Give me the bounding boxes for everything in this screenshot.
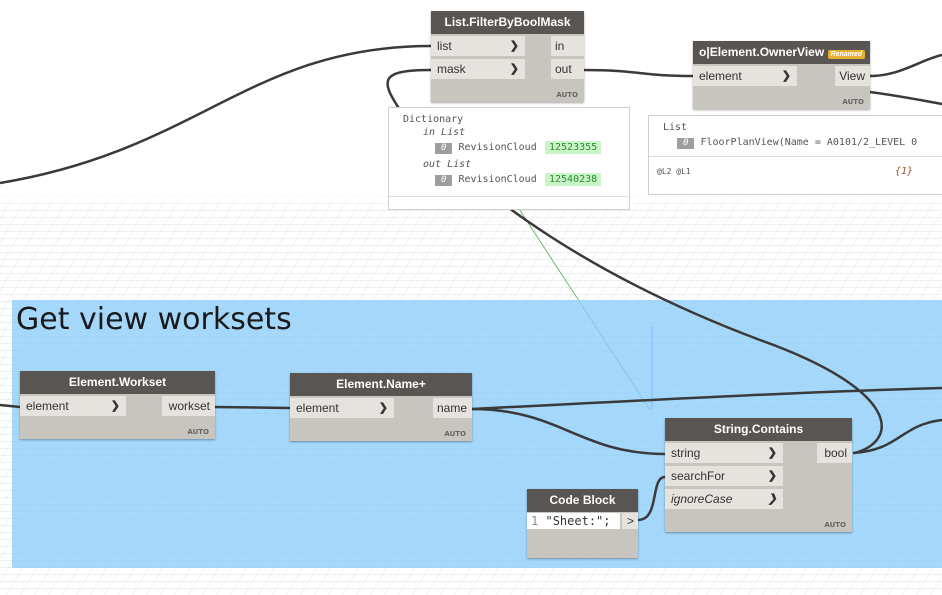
chevron-right-icon: ❯ [767,447,777,459]
output-port-view[interactable]: View [835,66,870,86]
input-port-searchfor[interactable]: searchFor ❯ [665,466,783,486]
chevron-right-icon: ❯ [767,470,777,482]
port-label: element [296,401,339,415]
preview-row: 0 FloorPlanView(Name = A0101/2_LEVEL 0 [677,137,917,149]
input-port-ignorecase[interactable]: ignoreCase ❯ [665,489,783,509]
chevron-right-icon: ❯ [378,402,388,414]
node-element-ownerview[interactable]: o|Element.OwnerView Renamed element ❯ Vie… [693,41,870,109]
port-label: ignoreCase [671,492,733,506]
item-count: {1} [894,166,913,177]
output-port-out[interactable]: out [551,59,584,79]
chevron-right-icon: ❯ [110,400,120,412]
preview-in-row: 0 RevisionCloud [435,142,537,154]
chevron-right-icon: ❯ [767,493,777,505]
element-id-link[interactable]: 12523355 [545,141,602,154]
port-label: out [555,62,572,76]
port-label: name [436,401,467,415]
node-title: List.FilterByBoolMask [431,11,584,34]
list-index: 0 [677,138,695,149]
list-index: 0 [435,143,453,154]
port-label: in [555,39,565,53]
renamed-badge: Renamed [827,50,866,59]
chevron-right-icon: ❯ [509,40,519,52]
port-label: mask [437,62,466,76]
input-port-mask[interactable]: mask ❯ [431,59,525,79]
list-levels: @L2 @L1 [657,167,691,176]
output-port[interactable]: > [622,513,638,529]
node-element-workset[interactable]: Element.Workset element ❯ workset AUTO [20,371,215,439]
port-label: element [26,399,69,413]
node-code-block[interactable]: Code Block 1 "Sheet:"; > [527,489,638,558]
preview-divider [649,156,942,157]
group-title: Get view worksets [16,302,292,337]
preview-header: Dictionary [403,114,464,125]
output-port-in[interactable]: in [551,36,584,56]
node-list-filterbyboolmask[interactable]: List.FilterByBoolMask list ❯ mask ❯ in out… [431,11,584,102]
list-index: 0 [435,175,453,186]
element-type: RevisionCloud [458,142,537,153]
lacing-label: AUTO [556,91,578,99]
output-port-name[interactable]: name [433,398,472,418]
input-port-string[interactable]: string ❯ [665,443,783,463]
port-label: searchFor [671,469,726,483]
port-label: bool [824,446,847,460]
lacing-label: AUTO [824,521,846,529]
node-title: String.Contains [665,418,852,441]
output-port-workset[interactable]: workset [162,396,215,416]
element-type: RevisionCloud [458,174,537,185]
preview-out-label: out List [423,159,472,170]
node-title: Element.Workset [20,371,215,394]
preview-in-label: in List [423,127,466,138]
node-title: Element.OwnerView [709,45,825,59]
node-prefix: o| [699,45,710,59]
node-string-contains[interactable]: String.Contains string ❯ searchFor ❯ ignor… [665,418,852,532]
lacing-label: AUTO [842,98,864,106]
input-port-element[interactable]: element ❯ [693,66,797,86]
output-port-bool[interactable]: bool [817,443,852,463]
preview-divider [389,196,629,197]
code-text: "Sheet:"; [545,514,611,528]
preview-header: List [663,122,688,133]
port-label: string [671,446,701,460]
lacing-label: AUTO [444,430,466,438]
node-title-bar: o|Element.OwnerView Renamed [693,41,870,64]
node-element-nameplus[interactable]: Element.Name+ element ❯ name AUTO [290,373,472,441]
element-id-link[interactable]: 12540238 [545,173,602,186]
preview-bubble-filter: Dictionary in List 0 RevisionCloud 12523… [388,107,630,210]
input-port-list[interactable]: list ❯ [431,36,525,56]
chevron-right-icon: ❯ [781,70,791,82]
lacing-label: AUTO [187,428,209,436]
chevron-right-icon: ❯ [509,63,519,75]
code-editor[interactable]: 1 "Sheet:"; [527,513,620,529]
node-title: Code Block [527,489,638,512]
input-port-element[interactable]: element ❯ [20,396,126,416]
port-label: element [699,69,742,83]
port-label: View [839,69,865,83]
preview-bubble-ownerview: List 0 FloorPlanView(Name = A0101/2_LEVE… [648,115,942,195]
view-value: FloorPlanView(Name = A0101/2_LEVEL 0 [700,137,918,148]
line-number: 1 [531,514,539,528]
port-label: > [626,514,634,528]
preview-out-row: 0 RevisionCloud [435,174,537,186]
port-label: workset [168,399,210,413]
port-label: list [437,39,452,53]
node-title: Element.Name+ [290,373,472,396]
input-port-element[interactable]: element ❯ [290,398,394,418]
